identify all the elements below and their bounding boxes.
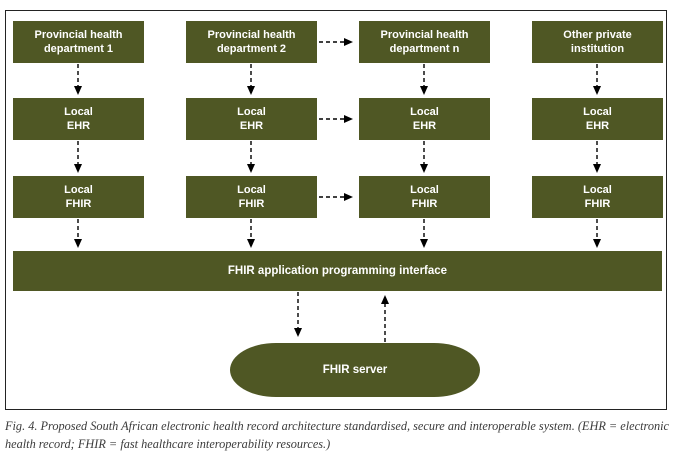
box-label-line: EHR [412,120,437,132]
fhir-server: FHIR server [230,343,480,397]
fhir-server-label: FHIR server [322,364,388,376]
box-label-line: Local [237,184,266,196]
box-local-fhir-private: Local FHIR [532,176,663,218]
figure-caption-line: Fig. 4. Proposed South African electroni… [5,419,669,452]
box-local-ehr-1: Local EHR [13,98,144,140]
figure-caption: Fig. 4. Proposed South African electroni… [5,417,681,454]
box-label-line: Local [64,184,93,196]
box-local-ehr-n: Local EHR [359,98,490,140]
figure-caption-line: fast healthcare interoperability resourc… [120,437,331,452]
box-label-line: Provincial health [34,29,123,41]
fhir-api-bar-label: FHIR application programming interface [227,265,448,277]
box-other-private-institution: Other private institution [532,21,663,63]
box-label-line: Local [583,184,612,196]
box-label-line: FHIR [238,198,265,210]
box-local-fhir-1: Local FHIR [13,176,144,218]
box-label-line: Other private [563,29,632,41]
box-local-ehr-private: Local EHR [532,98,663,140]
box-label-line: Local [237,106,266,118]
box-label-line: Local [410,106,439,118]
box-label-line: FHIR [65,198,92,210]
fhir-api-bar: FHIR application programming interface [13,251,662,291]
box-label-line: EHR [585,120,610,132]
box-label-line: Local [64,106,93,118]
box-local-fhir-2: Local FHIR [186,176,317,218]
box-local-ehr-2: Local EHR [186,98,317,140]
box-label-line: FHIR [584,198,611,210]
box-provincial-dept-1: Provincial health department 1 [13,21,144,63]
box-label-line: EHR [239,120,264,132]
box-label-line: Provincial health [380,29,469,41]
box-label-line: Local [583,106,612,118]
box-label-line: department n [389,43,460,55]
box-provincial-dept-2: Provincial health department 2 [186,21,317,63]
box-label-line: EHR [66,120,91,132]
box-label-line: institution [570,43,625,55]
box-label-line: department 2 [216,43,287,55]
box-label-line: Provincial health [207,29,296,41]
box-label-line: department 1 [43,43,114,55]
box-label-line: Local [410,184,439,196]
box-provincial-dept-n: Provincial health department n [359,21,490,63]
box-label-line: FHIR [411,198,438,210]
box-local-fhir-n: Local FHIR [359,176,490,218]
